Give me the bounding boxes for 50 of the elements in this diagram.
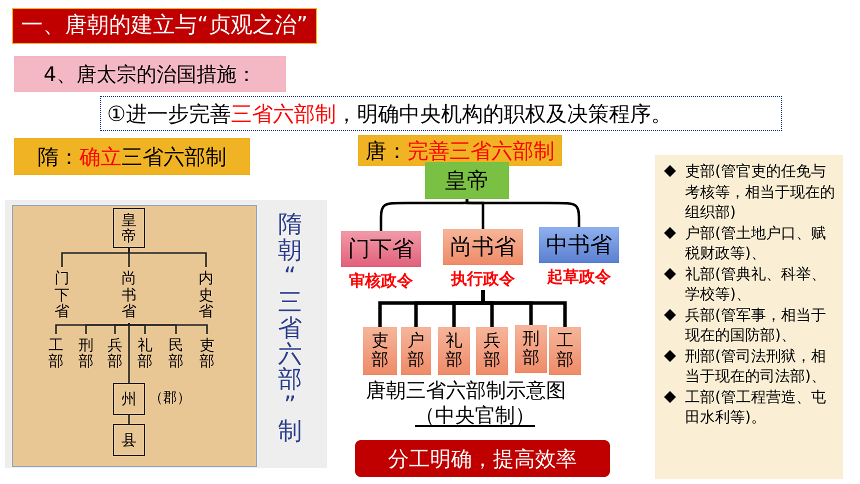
function-label: 起草政令 [546,267,612,288]
list-text: 兵部(管军事，相当于现在的国防部)、 [685,306,826,344]
connector-line [128,248,207,267]
heading-box: 唐：完善三省六部制 [358,135,562,166]
list-text: 刑部(管司法刑狱，相当于现在的司法部)、 [685,346,826,385]
connector-line [128,323,130,383]
org-box: 县 [113,424,145,456]
function-label: 审核政令 [348,271,414,292]
connector-line [466,198,580,228]
org-box: 吏部 [363,327,397,375]
org-label: 尚书省 [122,270,136,320]
org-box: 尚书省 [443,229,523,265]
org-box: 礼部 [438,327,470,375]
org-label: 刑部 [78,336,94,370]
connector-line [128,415,130,424]
org-box: 皇帝 [425,162,509,199]
org-label: 工部 [48,336,64,370]
note-panel [655,155,843,479]
org-box: 州 [113,383,145,415]
org-label: 民部 [168,336,184,370]
org-box: 户部 [401,327,431,375]
org-box: 兵部 [476,327,508,375]
conclusion-box: 分工明确，提高效率 [355,440,610,477]
org-box: 工部 [549,327,581,375]
diagram-caption: 唐朝三省六部制示意图 [366,377,566,404]
list-text: 吏部(管官吏的任免与考核等，相当于现在的组织部) [685,162,835,221]
note-label: （郡） [149,389,191,407]
connector-line [128,323,208,334]
list-text: 礼部(管典礼、科举、学校等)、 [685,264,826,303]
org-label: 吏部 [200,336,214,370]
org-box: 中书省 [539,227,619,263]
list-text: 户部(管土地户口、赋税财政等)、 [685,224,826,262]
org-label: 兵部 [108,336,122,370]
org-box: 皇帝 [113,208,145,248]
org-box: 刑部 [515,325,547,373]
title-banner: 一、唐朝的建立与“贞观之治” [12,8,317,44]
chart-panel [12,205,257,467]
heading-box: 4、唐太宗的治国措施： [14,56,286,92]
org-label: 内史省 [198,270,214,320]
statement-box: ①进一步完善三省六部制，明确中央机构的职权及决策程序。 [100,96,782,131]
function-label: 执行政令 [450,269,516,290]
diagram-caption: （中央官制） [415,402,535,429]
org-label: 礼部 [138,336,152,370]
list-text: 工部(管工程营造、屯田水利等)。 [685,388,826,426]
connector-line [114,323,130,334]
heading-box: 隋：确立三省六部制 [14,138,250,175]
org-box: 门下省 [341,231,421,267]
connector-line [481,290,567,327]
vertical-title: 隋朝“三省六部”制 [278,212,302,446]
org-label: 门下省 [54,270,70,320]
